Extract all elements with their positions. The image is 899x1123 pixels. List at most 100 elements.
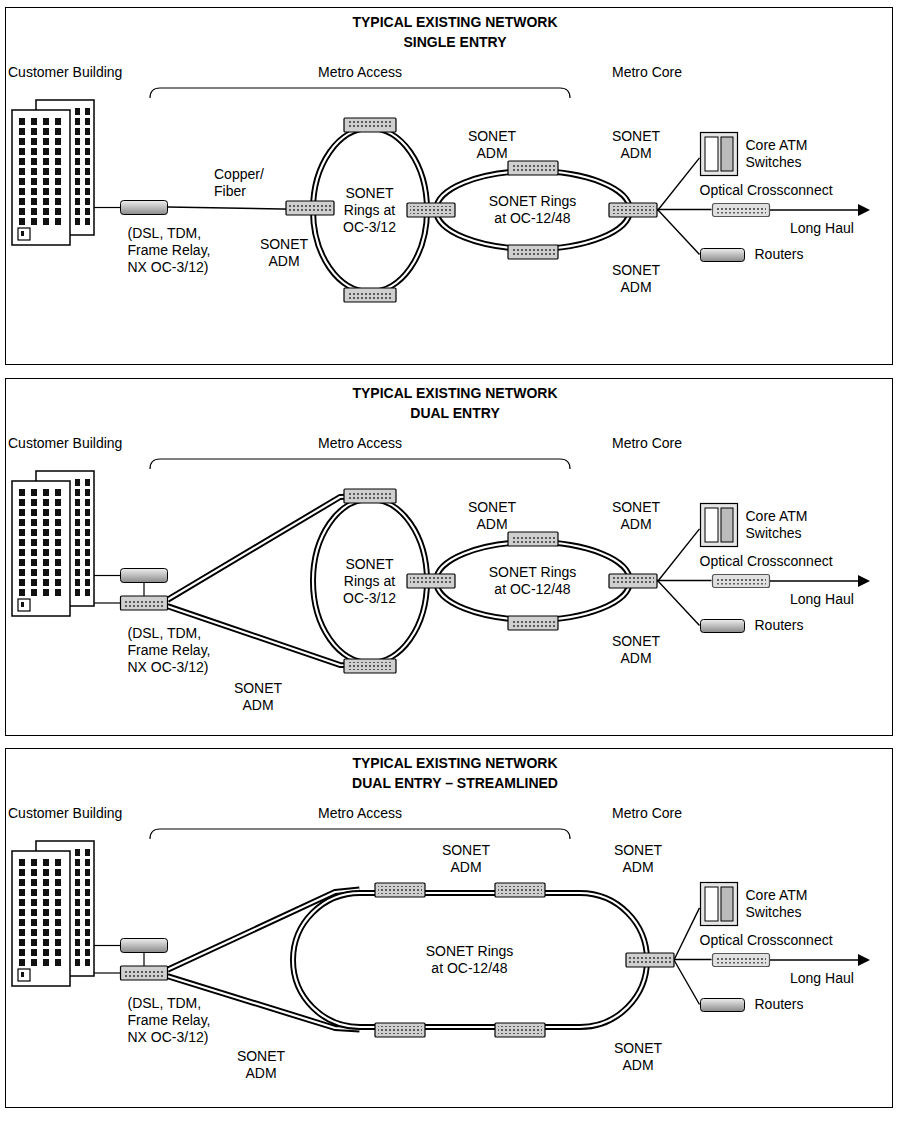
window bbox=[55, 198, 61, 205]
window bbox=[31, 529, 37, 536]
window bbox=[19, 499, 25, 506]
window bbox=[31, 218, 37, 225]
window bbox=[55, 869, 61, 876]
window bbox=[75, 559, 80, 566]
window bbox=[85, 108, 90, 115]
window bbox=[55, 859, 61, 866]
window bbox=[85, 529, 90, 536]
building-illustration bbox=[12, 100, 94, 245]
building-front bbox=[12, 851, 70, 986]
adm-dots bbox=[612, 577, 654, 585]
adm-dots bbox=[511, 248, 555, 256]
adm-label: SONET ADM bbox=[610, 262, 662, 296]
window bbox=[85, 519, 90, 526]
link-label: Long Haul bbox=[790, 220, 854, 237]
adm-label: SONET ADM bbox=[232, 680, 284, 714]
window bbox=[75, 218, 80, 225]
window bbox=[85, 188, 90, 195]
region-label: Metro Access bbox=[300, 805, 420, 822]
device-link bbox=[143, 583, 144, 596]
link-path bbox=[650, 959, 712, 960]
window bbox=[43, 519, 49, 526]
window bbox=[43, 549, 49, 556]
window bbox=[85, 489, 90, 496]
window bbox=[85, 889, 90, 896]
sonet-ring: SONET Rings at OC-3/12 bbox=[310, 125, 430, 295]
window bbox=[19, 529, 25, 536]
window bbox=[55, 168, 61, 175]
building-back bbox=[36, 471, 94, 606]
window bbox=[85, 479, 90, 486]
atm-switch: Core ATM Switches bbox=[700, 503, 738, 547]
window bbox=[85, 148, 90, 155]
optical-crossconnect: Optical Crossconnect bbox=[712, 203, 770, 217]
window bbox=[43, 569, 49, 576]
adm-symbol bbox=[120, 966, 167, 980]
adm-dots bbox=[498, 1026, 542, 1034]
window bbox=[55, 549, 61, 556]
window bbox=[19, 198, 25, 205]
window bbox=[43, 929, 49, 936]
ring-outline bbox=[313, 499, 427, 663]
window bbox=[55, 959, 61, 966]
equipment-label: Core ATM Switches bbox=[746, 137, 818, 171]
ring-inner bbox=[313, 499, 427, 663]
long-haul-arrowhead bbox=[858, 954, 870, 966]
crossconnect-box bbox=[712, 574, 769, 587]
window bbox=[75, 929, 80, 936]
window bbox=[55, 148, 61, 155]
window bbox=[19, 579, 25, 586]
window bbox=[31, 559, 37, 566]
window bbox=[31, 909, 37, 916]
link-line bbox=[650, 908, 700, 960]
fiber-outer bbox=[430, 207, 433, 213]
crossconnect-box bbox=[712, 203, 769, 216]
adm-symbol bbox=[407, 203, 455, 217]
customer-device: (DSL, TDM, Frame Relay, NX OC-3/12) bbox=[120, 938, 168, 981]
window bbox=[55, 909, 61, 916]
long-haul-line bbox=[770, 959, 860, 961]
window bbox=[19, 549, 25, 556]
window bbox=[43, 499, 49, 506]
adm-symbol bbox=[375, 1023, 425, 1037]
adm-label: SONET ADM bbox=[610, 499, 662, 533]
window bbox=[55, 539, 61, 546]
window bbox=[43, 489, 49, 496]
window bbox=[31, 489, 37, 496]
window bbox=[85, 208, 90, 215]
sonet-ring: SONET Rings at OC-3/12 bbox=[310, 496, 430, 666]
fiber-outer bbox=[430, 578, 433, 584]
router: Routers bbox=[700, 248, 745, 262]
ring-outline bbox=[313, 128, 427, 292]
router: Routers bbox=[700, 998, 745, 1012]
window bbox=[43, 148, 49, 155]
window bbox=[31, 499, 37, 506]
link-line bbox=[633, 209, 712, 210]
adm-dots bbox=[511, 164, 555, 172]
building-door bbox=[18, 969, 30, 981]
window bbox=[31, 579, 37, 586]
adm-symbol bbox=[626, 953, 674, 967]
adm-dots bbox=[123, 969, 164, 977]
window bbox=[31, 939, 37, 946]
link-path bbox=[633, 158, 700, 210]
fiber-link bbox=[430, 209, 433, 210]
window bbox=[85, 959, 90, 966]
adm-symbol bbox=[508, 616, 558, 630]
window bbox=[85, 579, 90, 586]
device-link bbox=[143, 953, 144, 966]
adm-dots bbox=[289, 204, 331, 212]
window bbox=[43, 118, 49, 125]
window bbox=[31, 168, 37, 175]
window bbox=[31, 959, 37, 966]
window bbox=[31, 589, 37, 596]
window bbox=[85, 559, 90, 566]
window bbox=[55, 499, 61, 506]
equipment-label: Optical Crossconnect bbox=[700, 553, 833, 570]
window bbox=[75, 178, 80, 185]
adm-dots bbox=[498, 886, 542, 894]
window bbox=[55, 218, 61, 225]
window bbox=[19, 148, 25, 155]
window bbox=[55, 919, 61, 926]
adm-symbol bbox=[407, 574, 455, 588]
